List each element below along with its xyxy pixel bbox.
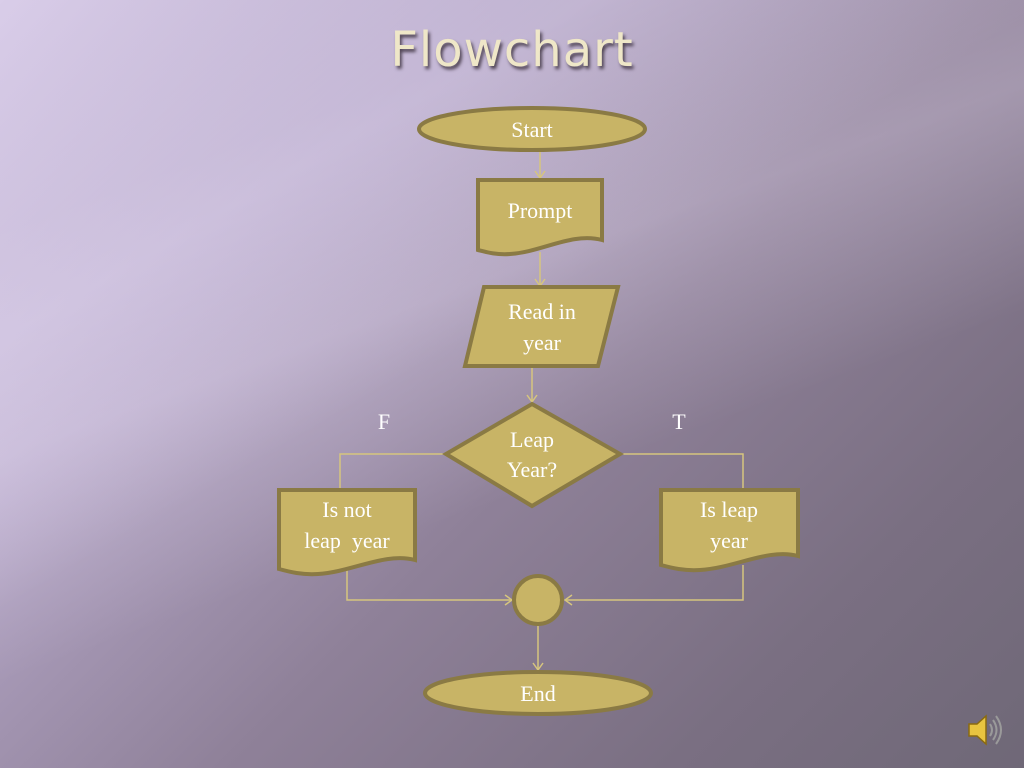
slide-title: Flowchart [390,22,634,78]
not-leap-label-line1: Is not [322,497,372,522]
branch-false-label: F [378,409,390,434]
speaker-icon-graphic [968,714,1002,746]
prompt-node: Prompt [476,178,604,257]
branch-true-label: T [672,409,686,434]
leap-label-line1: Is leap [700,497,758,522]
prompt-label: Prompt [508,198,573,223]
end-label: End [520,681,555,706]
leap-label-line2: year [710,528,749,553]
start-label: Start [511,117,553,142]
leap-node: Is leap year [659,488,800,573]
decision-label-line2: Year? [507,457,557,482]
read-label-line2: year [523,330,562,355]
connector-decision-true [620,453,744,490]
decision-node: Leap Year? [442,401,624,509]
not-leap-node: Is not leap year [277,488,417,577]
arrowhead [563,594,573,606]
connector-leap-merge [565,565,744,601]
decision-label-line1: Leap [510,427,554,452]
not-leap-label-line2: leap year [304,528,390,553]
connector-decision-false [339,453,446,490]
start-node: Start [417,106,647,152]
merge-connector [512,574,564,626]
connector-notleap-merge [346,570,512,601]
read-input-node: Read in year [462,285,621,368]
read-label-line1: Read in [508,299,576,324]
speaker-icon[interactable] [966,712,1006,753]
end-node: End [423,670,653,716]
